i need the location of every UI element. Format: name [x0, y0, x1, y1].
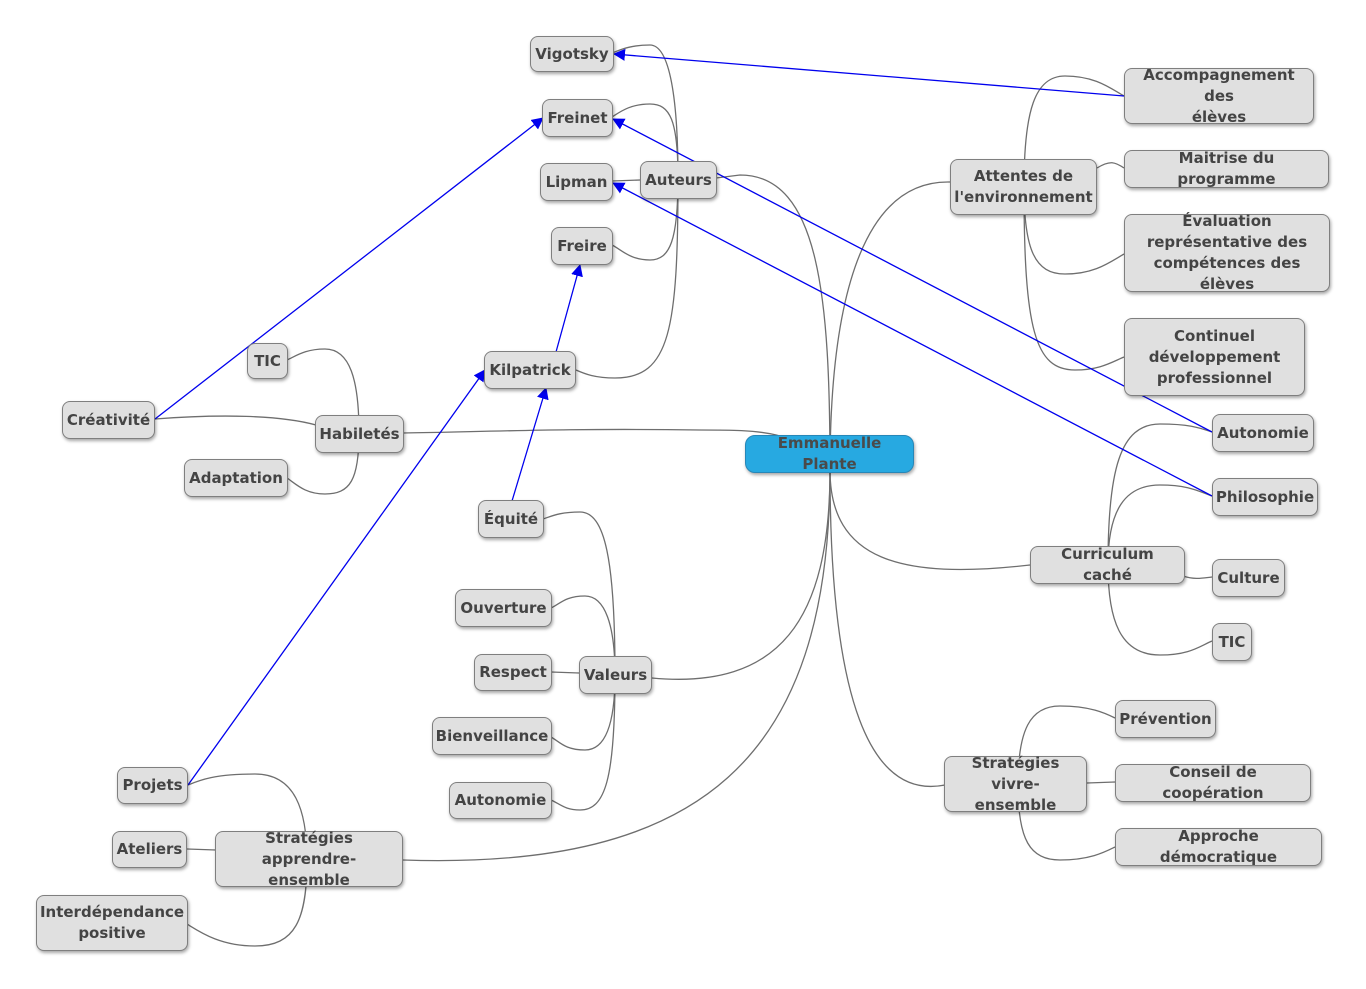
connector-habiletes-adaptation [286, 432, 360, 495]
connector-attentes-maitrise [1096, 162, 1125, 169]
node-tic-curriculum[interactable]: TIC [1212, 623, 1252, 661]
relation-equite-to-kilpatrick [511, 387, 549, 502]
connector-root-attentes [829, 181, 951, 471]
node-bienveillance[interactable]: Bienveillance [432, 717, 552, 755]
relation-philosophie-to-lipman [612, 182, 1213, 497]
connector-vivre-approche [1017, 784, 1116, 861]
node-vigotsky[interactable]: Vigotsky [530, 36, 614, 72]
node-valeurs[interactable]: Valeurs [579, 656, 652, 694]
connector-root-strategies-vivre [829, 469, 946, 788]
node-interdependance[interactable]: Interdépendance positive [36, 895, 188, 951]
node-approche[interactable]: Approche démocratique [1115, 827, 1322, 866]
connector-valeurs-ouverture [550, 595, 616, 676]
node-kilpatrick[interactable]: Kilpatrick [484, 351, 576, 389]
connector-vivre-prevention [1017, 705, 1116, 786]
connector-root-valeurs [651, 469, 831, 680]
connector-apprendre-ateliers [186, 848, 217, 851]
node-culture[interactable]: Culture [1212, 559, 1285, 597]
relation-kilpatrick-to-freire [555, 264, 583, 353]
node-freinet[interactable]: Freinet [542, 99, 613, 137]
connector-attentes-continuel [1023, 186, 1125, 371]
node-autonomie-curriculum[interactable]: Autonomie [1212, 414, 1314, 452]
node-freire[interactable]: Freire [551, 227, 613, 265]
connector-apprendre-interdependance [186, 859, 308, 947]
connector-valeurs-equite [542, 511, 616, 676]
node-prevention[interactable]: Prévention [1115, 700, 1216, 738]
connector-apprendre-projets [187, 773, 308, 861]
node-strategies-apprendre[interactable]: Stratégies apprendre- ensemble [215, 829, 403, 889]
connector-root-strategies-apprendre [402, 469, 831, 862]
connector-curriculum-philosophie [1107, 484, 1213, 566]
connector-auteurs-freire [611, 177, 679, 261]
connector-auteurs-freinet [611, 103, 679, 179]
node-equite[interactable]: Équité [478, 500, 544, 538]
node-habiletes[interactable]: Habiletés [315, 415, 404, 453]
connector-curriculum-culture [1182, 575, 1213, 580]
connector-valeurs-autonomie [550, 674, 616, 811]
connector-attentes-accompagnement [1023, 75, 1125, 188]
node-respect[interactable]: Respect [474, 654, 552, 691]
node-continuel[interactable]: Continuel développement professionnel [1124, 318, 1305, 396]
node-strategies-vivre[interactable]: Stratégies vivre- ensemble [944, 754, 1087, 814]
node-creativite[interactable]: Créativité [62, 401, 155, 439]
node-tic-habiletes[interactable]: TIC [247, 343, 288, 379]
node-autonomie-valeurs[interactable]: Autonomie [449, 782, 552, 819]
node-conseil[interactable]: Conseil de coopération [1115, 763, 1311, 802]
node-accompagnement[interactable]: Accompagnement des élèves [1124, 66, 1314, 126]
node-auteurs[interactable]: Auteurs [640, 161, 717, 199]
connector-auteurs-kilpatrick [575, 177, 679, 379]
connector-root-auteurs [715, 174, 831, 471]
connector-habiletes-tic [286, 348, 360, 434]
connector-attentes-evaluation [1023, 186, 1125, 275]
root-topic[interactable]: Emmanuelle Plante [745, 434, 914, 473]
relation-projets-to-kilpatrick [187, 369, 486, 786]
node-attentes[interactable]: Attentes de l'environnement [950, 159, 1097, 215]
connector-auteurs-lipman [611, 179, 641, 182]
connector-habiletes-creativite [154, 415, 317, 426]
relation-creativite-to-freinet [154, 117, 544, 420]
node-adaptation[interactable]: Adaptation [184, 459, 288, 497]
node-maitrise[interactable]: Maitrise du programme [1124, 149, 1329, 188]
node-projets[interactable]: Projets [117, 767, 188, 804]
connector-curriculum-autonomie [1107, 423, 1213, 566]
connector-root-curriculum [829, 469, 1031, 571]
connector-curriculum-tic [1107, 564, 1213, 656]
node-ouverture[interactable]: Ouverture [455, 589, 552, 627]
node-philosophie[interactable]: Philosophie [1212, 478, 1318, 516]
connector-valeurs-bienveillance [550, 674, 616, 751]
node-ateliers[interactable]: Ateliers [112, 831, 187, 868]
connector-vivre-conseil [1086, 781, 1116, 784]
connector-valeurs-respect [550, 671, 580, 674]
node-lipman[interactable]: Lipman [540, 163, 613, 201]
node-curriculum[interactable]: Curriculum caché [1030, 545, 1185, 584]
node-evaluation[interactable]: Évaluation représentative des compétence… [1124, 212, 1330, 293]
relation-accompagnement-to-vigotsky [613, 48, 1125, 97]
